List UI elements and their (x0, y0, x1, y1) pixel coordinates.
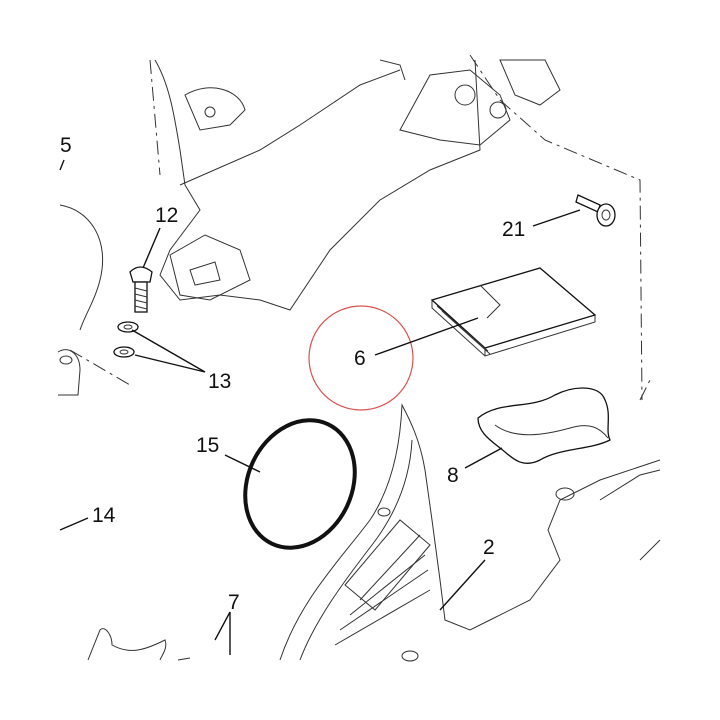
leader-lines (59, 159, 581, 655)
callout-label-12: 12 (155, 204, 178, 227)
part-2-lower-housing (279, 403, 661, 662)
callout-label-2: 2 (483, 536, 495, 559)
callout-label-14: 14 (92, 504, 116, 527)
highlight-circle (308, 305, 414, 411)
callout-label-7: 7 (228, 591, 240, 614)
assembly-outline-dashed-lower (69, 349, 131, 386)
part-5-housing (57, 204, 104, 396)
part-13-washers (113, 321, 139, 358)
callout-label-13: 13 (208, 370, 231, 393)
part-12-screw (129, 266, 153, 313)
part-6-booklet (430, 267, 597, 357)
assembly-outline-dashed (149, 54, 651, 401)
callout-label-8: 8 (447, 464, 459, 487)
part-7-bracket (87, 628, 191, 661)
part-21-screw (575, 194, 616, 227)
upper-housing (154, 59, 561, 311)
callout-label-6: 6 (354, 347, 366, 370)
callout-label-5: 5 (60, 134, 72, 157)
part-8-pad (477, 387, 611, 464)
callout-label-15: 15 (196, 434, 219, 457)
callout-label-21: 21 (502, 218, 525, 241)
part-15-o-ring (243, 418, 357, 550)
